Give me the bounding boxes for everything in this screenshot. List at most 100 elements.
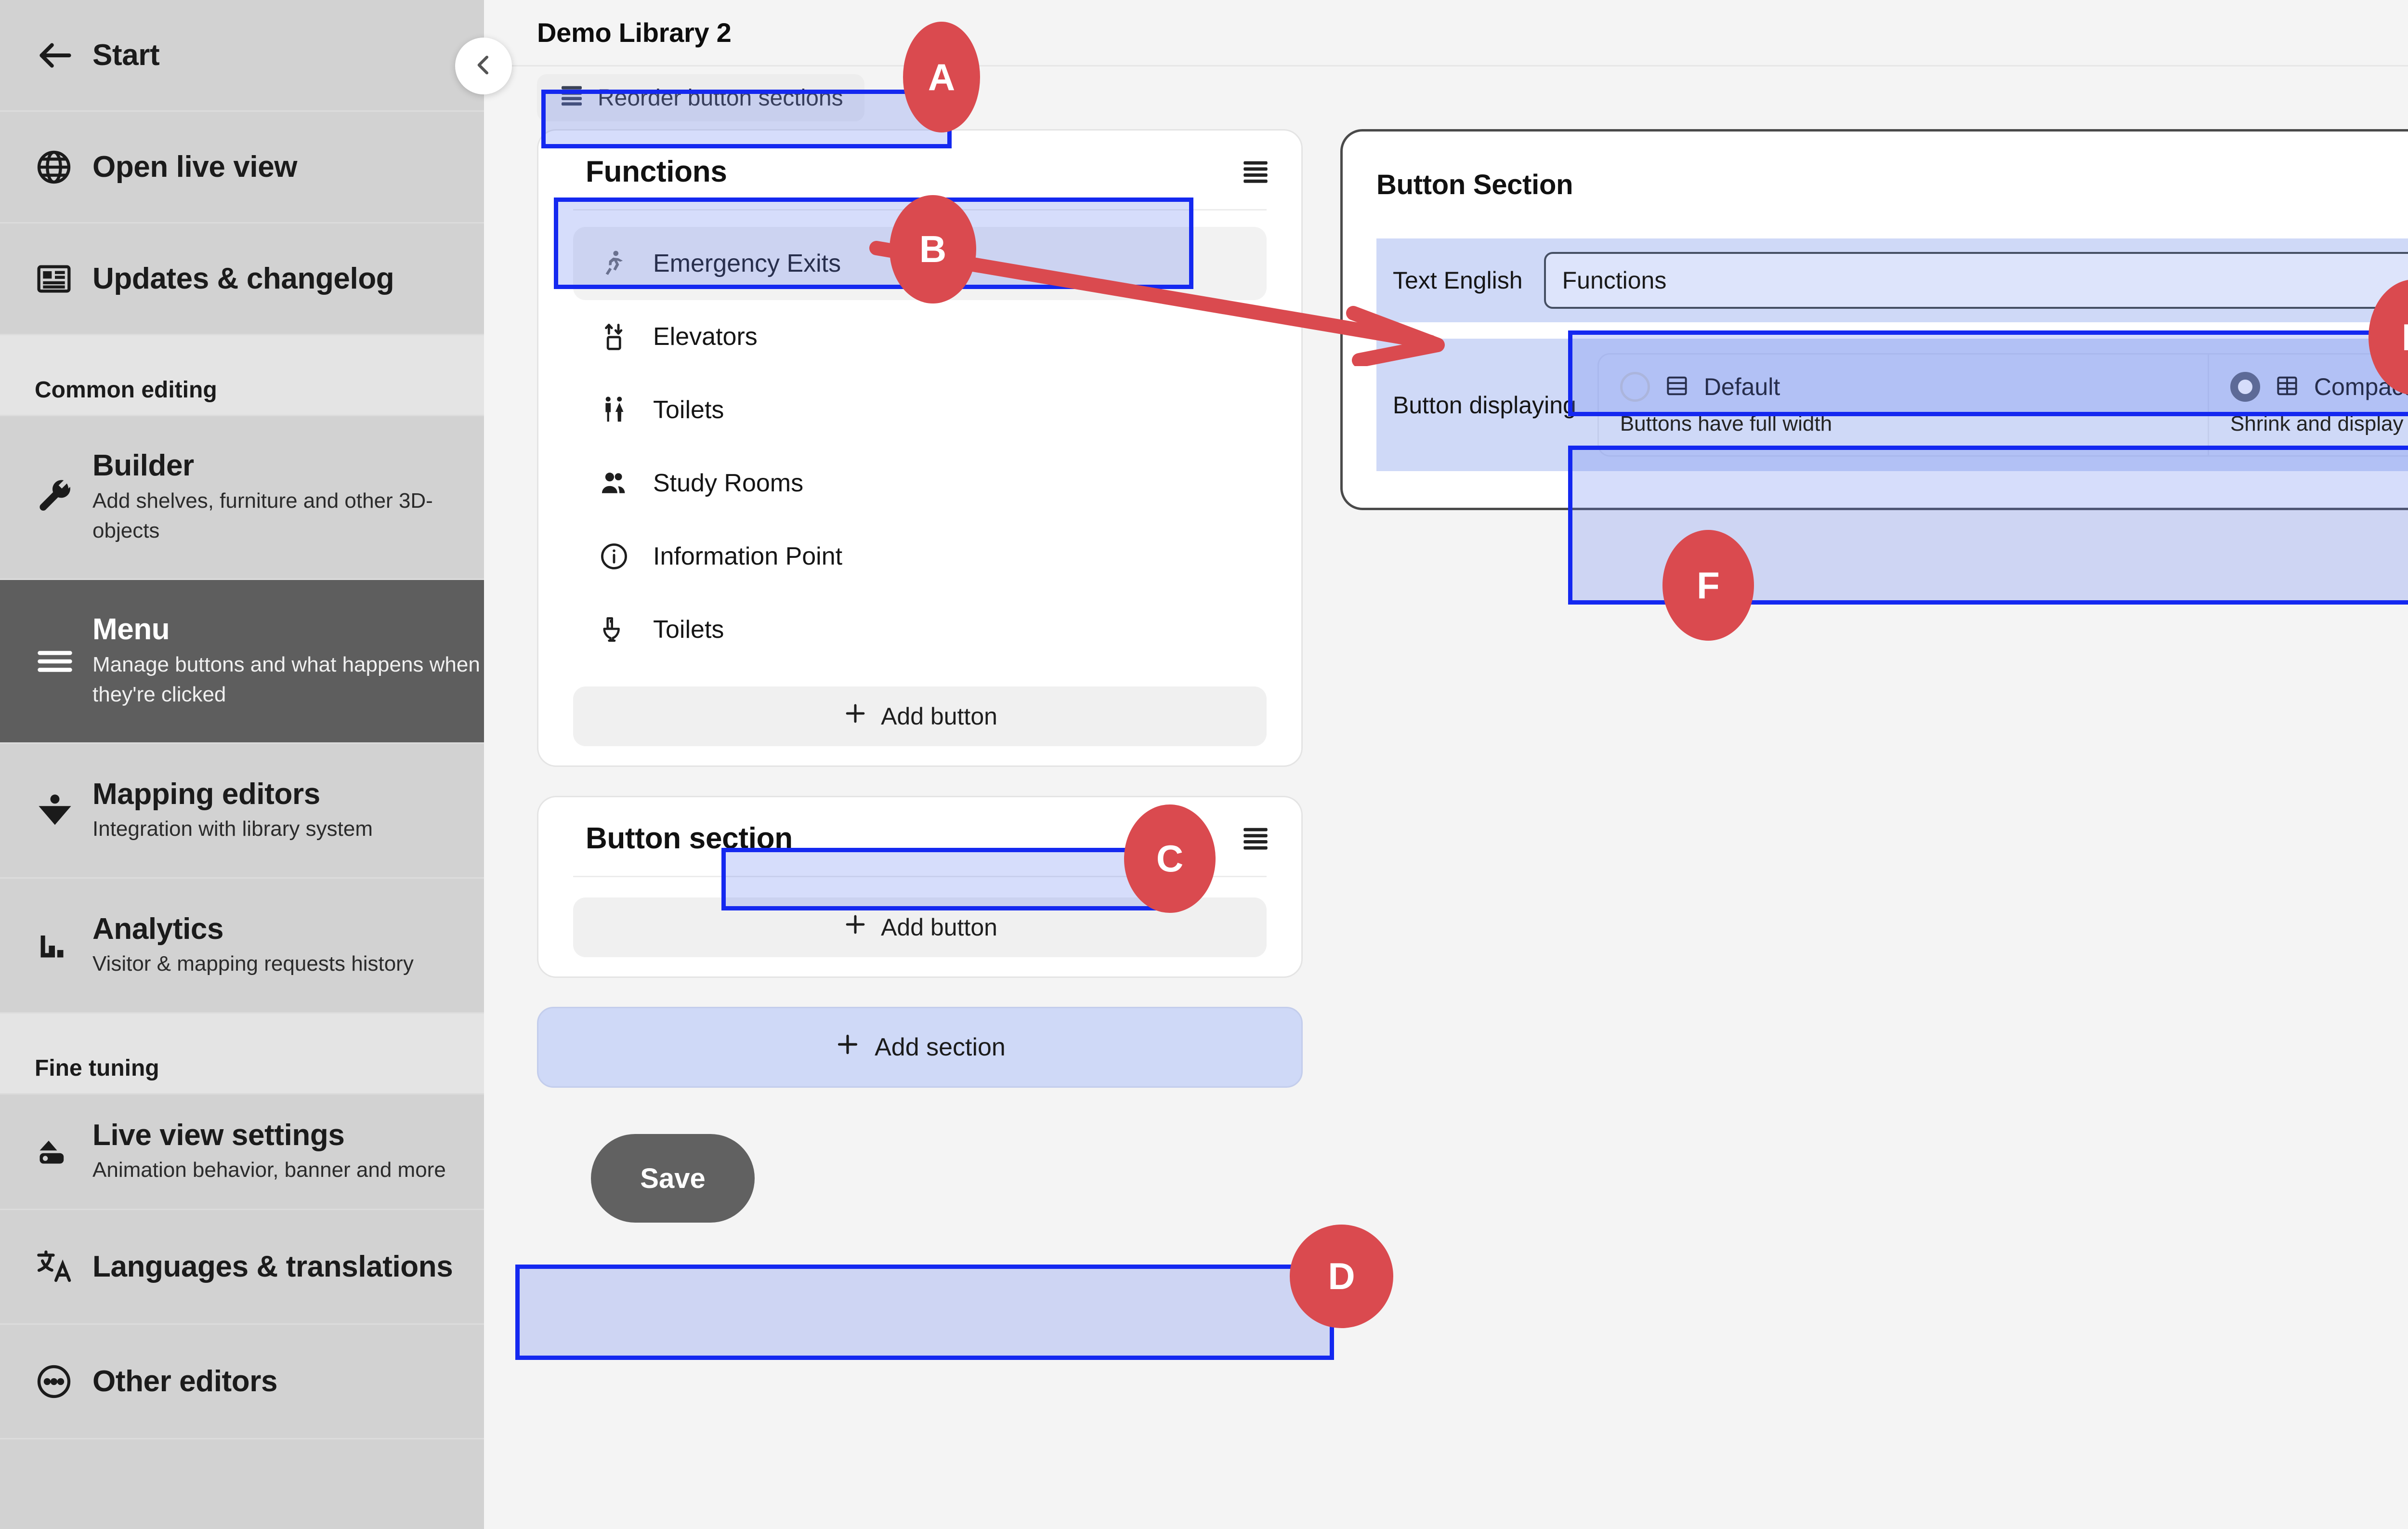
elevator-icon xyxy=(595,321,633,352)
list-item[interactable]: Information Point xyxy=(573,520,1267,593)
info-circle-icon xyxy=(595,541,633,572)
radio-option-label: Default xyxy=(1703,373,1780,400)
section-divider xyxy=(573,876,1267,877)
people-icon xyxy=(595,468,633,499)
text-english-row: Text English Functions Edit translations xyxy=(1376,238,2408,322)
sidebar-back-start[interactable]: Start xyxy=(0,0,484,112)
radio-circle-icon[interactable] xyxy=(2230,372,2260,402)
sidebar-item-label: Mapping editors xyxy=(92,777,320,811)
content-columns: Functions Emergency Exits xyxy=(484,129,2408,1223)
annotation-marker-c: C xyxy=(1124,804,1216,913)
toolbar: Reorder button sections Other menu setti… xyxy=(484,66,2408,129)
list-item-label: Emergency Exits xyxy=(653,250,841,277)
add-section-label: Add section xyxy=(875,1033,1006,1061)
sidebar-item-label: Builder xyxy=(92,449,194,483)
sidebar-item-label: Other editors xyxy=(92,1364,278,1398)
topbar: Demo Library 2 Wiki B xyxy=(484,0,2408,66)
detail-title: Button Section xyxy=(1376,169,1573,200)
add-button-label: Add button xyxy=(881,914,997,941)
save-button[interactable]: Save xyxy=(591,1134,755,1223)
detail-header: Button Section Delete button section xyxy=(1376,158,2408,211)
sidebar-item-label: Analytics xyxy=(92,912,224,946)
sidebar-item-sublabel: Add shelves, furniture and other 3D-obje… xyxy=(92,488,433,543)
radio-option-header: Default xyxy=(1620,372,2186,402)
text-english-label: Text English xyxy=(1393,267,1523,294)
sidebar-item-other-editors[interactable]: Other editors xyxy=(0,1325,484,1439)
section-card-functions: Functions Emergency Exits xyxy=(537,129,1303,767)
toilet-icon xyxy=(595,614,633,645)
globe-icon xyxy=(35,148,92,186)
page-title: Demo Library 2 xyxy=(537,17,732,48)
plus-icon xyxy=(834,1031,861,1064)
restroom-icon xyxy=(595,395,633,425)
list-item[interactable]: Study Rooms xyxy=(573,447,1267,520)
button-section-detail-panel: Button Section Delete button section Tex… xyxy=(1340,129,2408,511)
text-english-input[interactable]: Functions xyxy=(1544,252,2408,309)
sidebar-item-label: Open live view xyxy=(92,150,298,184)
reorder-button-sections-button[interactable]: Reorder button sections xyxy=(537,74,864,121)
sidebar-item-mapping-editors[interactable]: Mapping editors Integration with library… xyxy=(0,744,484,879)
annotation-marker-f: F xyxy=(1662,530,1754,641)
list-item-label: Toilets xyxy=(653,396,724,424)
section-title: Button section xyxy=(586,822,793,855)
running-person-icon xyxy=(595,248,633,279)
section-title: Functions xyxy=(586,155,727,188)
annotation-marker-d: D xyxy=(1290,1225,1393,1328)
radio-option-desc: Shrink and display the buttons side by s… xyxy=(2230,412,2408,435)
wrench-icon xyxy=(35,477,92,518)
hamburger-icon xyxy=(35,641,92,682)
list-item[interactable]: Elevators xyxy=(573,300,1267,373)
back-arrow-icon xyxy=(35,35,92,76)
radio-option-default[interactable]: Default Buttons have full width xyxy=(1599,355,2208,455)
sidebar-item-updates-changelog[interactable]: Updates & changelog xyxy=(0,224,484,335)
radio-circle-icon[interactable] xyxy=(1620,372,1650,402)
reorder-label: Reorder button sections xyxy=(598,85,843,111)
marker-label: C xyxy=(1156,837,1184,880)
sidebar-item-sublabel: Animation behavior, banner and more xyxy=(92,1158,446,1182)
sidebar-item-live-view-settings[interactable]: Live view settings Animation behavior, b… xyxy=(0,1094,484,1210)
sidebar-item-builder[interactable]: Builder Add shelves, furniture and other… xyxy=(0,416,484,580)
radio-option-desc: Buttons have full width xyxy=(1620,412,1832,435)
button-displaying-radio-group: Default Buttons have full width xyxy=(1597,353,2408,457)
section-header: Functions xyxy=(538,131,1301,209)
list-item[interactable]: Toilets xyxy=(573,593,1267,666)
list-item-label: Elevators xyxy=(653,323,758,351)
sidebar-item-label: Languages & translations xyxy=(92,1250,453,1283)
radio-option-compact[interactable]: Compact Shrink and display the buttons s… xyxy=(2207,355,2408,456)
sidebar-item-sublabel: Visitor & mapping requests history xyxy=(92,951,414,975)
book-icon xyxy=(35,791,92,831)
annotation-marker-b: B xyxy=(890,195,976,303)
marker-label: E xyxy=(2402,316,2408,359)
plus-icon xyxy=(842,911,868,943)
image-settings-icon xyxy=(35,1132,92,1172)
add-button-functions[interactable]: Add button xyxy=(573,686,1267,746)
dots-circle-icon xyxy=(35,1362,92,1401)
sidebar-item-analytics[interactable]: Analytics Visitor & mapping requests his… xyxy=(0,879,484,1014)
rows-icon xyxy=(1664,373,1689,401)
main-area: Demo Library 2 Wiki B xyxy=(484,0,2408,1529)
annotation-marker-a: A xyxy=(903,22,980,132)
drag-handle-icon[interactable] xyxy=(1240,821,1271,856)
sidebar-group-fine-tuning: Fine tuning xyxy=(0,1014,484,1094)
list-item-label: Toilets xyxy=(653,616,724,644)
marker-label: D xyxy=(1328,1255,1355,1297)
sidebar: Start Open live view Updates & changelog… xyxy=(0,0,484,1529)
list-item-label: Study Rooms xyxy=(653,469,804,497)
sidebar-item-label: Updates & changelog xyxy=(92,262,394,295)
news-icon xyxy=(35,260,92,298)
translate-icon xyxy=(35,1247,92,1287)
list-item[interactable]: Toilets xyxy=(573,373,1267,447)
bar-chart-icon xyxy=(35,925,92,966)
plus-icon xyxy=(842,700,868,732)
sections-column: Functions Emergency Exits xyxy=(537,129,1303,1223)
drag-handle-icon[interactable] xyxy=(1240,155,1271,189)
add-section-button[interactable]: Add section xyxy=(537,1007,1303,1088)
sidebar-item-languages-translations[interactable]: Languages & translations xyxy=(0,1210,484,1325)
button-displaying-row: Button displaying Default xyxy=(1376,339,2408,472)
sidebar-collapse-toggle[interactable] xyxy=(455,38,512,94)
sidebar-item-menu[interactable]: Menu Manage buttons and what happens whe… xyxy=(0,580,484,744)
button-displaying-label: Button displaying xyxy=(1393,391,1576,419)
sidebar-item-open-live-view[interactable]: Open live view xyxy=(0,112,484,224)
grid-icon xyxy=(2275,373,2300,401)
